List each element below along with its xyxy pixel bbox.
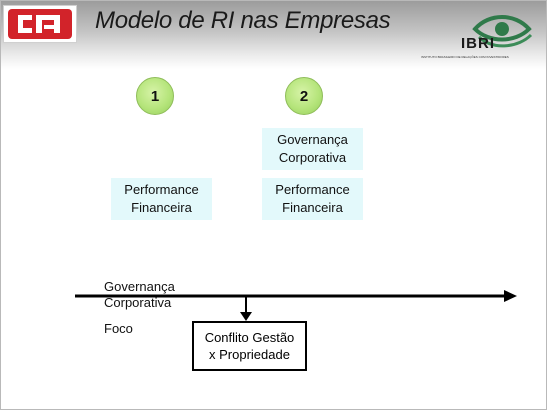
timeline-arrowhead [504,290,517,302]
page-title: Modelo de RI nas Empresas [95,7,391,34]
conflito-gestao-box: Conflito Gestão x Propriedade [192,321,307,371]
company-logo-icon [8,9,72,39]
timeline-label-foco: Foco [104,321,133,336]
governanca-corporativa-box: Governança Corporativa [262,128,363,170]
conflict-arrowhead [240,312,252,321]
step-badge-2: 2 [285,77,323,115]
step-badge-1: 1 [136,77,174,115]
performance-financeira-box-right: Performance Financeira [262,178,363,220]
performance-financeira-box-left: Performance Financeira [111,178,212,220]
timeline-label-governanca: Governança Corporativa [104,279,175,310]
ibri-logo-subtext: INSTITUTO BRASILEIRO DE RELAÇÕES COM INV… [421,55,509,59]
ibri-eye-icon [472,15,533,48]
ibri-logo-text: IBRI [461,35,495,52]
company-logo [3,5,77,43]
header-band [1,1,546,69]
